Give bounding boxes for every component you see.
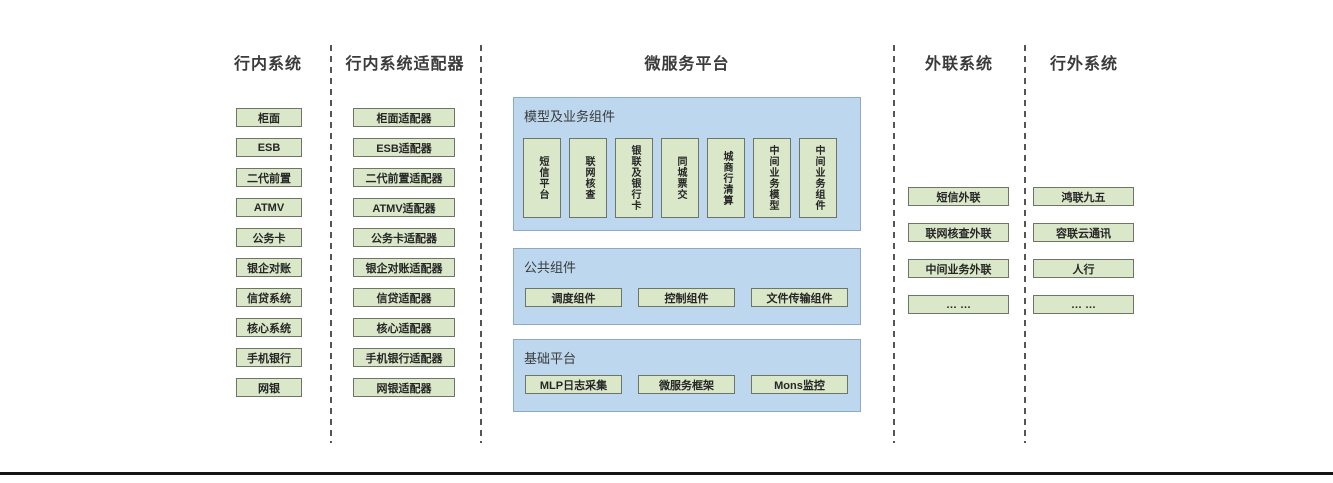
component-box: 控制组件: [638, 288, 735, 307]
system-box: 手机银行: [236, 348, 302, 367]
outside-system-box: … …: [1033, 295, 1134, 314]
panel-common-components: 公共组件 调度组件 控制组件 文件传输组件: [513, 248, 861, 325]
component-box: 微服务框架: [638, 375, 735, 394]
adapter-box: 二代前置适配器: [353, 168, 455, 187]
outside-system-box: 人行: [1033, 259, 1134, 278]
component-box: 调度组件: [525, 288, 622, 307]
column-title-internal-systems: 行内系统: [233, 56, 302, 73]
system-box: 银企对账: [236, 258, 302, 277]
adapter-box: 柜面适配器: [353, 108, 455, 127]
component-box: 中间业务组件: [799, 138, 837, 218]
panel-label: 基础平台: [524, 351, 577, 366]
adapter-box: 手机银行适配器: [353, 348, 455, 367]
outside-system-box: 鸿联九五: [1033, 187, 1134, 206]
external-link-box: 联网核查外联: [908, 223, 1009, 242]
component-box: 短信平台: [523, 138, 561, 218]
external-link-box: 短信外联: [908, 187, 1009, 206]
external-link-box: 中间业务外联: [908, 259, 1009, 278]
adapter-box: 公务卡适配器: [353, 228, 455, 247]
component-box: MLP日志采集: [525, 375, 622, 394]
panel-label: 公共组件: [524, 260, 577, 275]
component-box: 同城票交: [661, 138, 699, 218]
component-box: 中间业务模型: [753, 138, 791, 218]
panel-label: 模型及业务组件: [524, 109, 616, 124]
outside-system-box: 容联云通讯: [1033, 223, 1134, 242]
system-box: 柜面: [236, 108, 302, 127]
component-box: 联网核查: [569, 138, 607, 218]
system-box: 核心系统: [236, 318, 302, 337]
adapter-box: 信贷适配器: [353, 288, 455, 307]
system-box: ESB: [236, 138, 302, 157]
external-link-box: … …: [908, 295, 1009, 314]
column-title-microservice-platform: 微服务平台: [644, 56, 730, 73]
column-title-internal-adapters: 行内系统适配器: [345, 56, 465, 73]
adapter-box: 网银适配器: [353, 378, 455, 397]
column-title-outside-systems: 行外系统: [1049, 56, 1118, 73]
system-box: ATMV: [236, 198, 302, 217]
component-box: Mons监控: [751, 375, 848, 394]
adapter-box: ESB适配器: [353, 138, 455, 157]
adapter-box: ATMV适配器: [353, 198, 455, 217]
panel-base-platform: 基础平台 MLP日志采集 微服务框架 Mons监控: [513, 339, 861, 412]
column-separator: [480, 45, 482, 443]
component-box: 银联及银行卡: [615, 138, 653, 218]
column-title-external-link-systems: 外联系统: [924, 56, 993, 73]
column-separator: [893, 45, 895, 443]
adapter-box: 银企对账适配器: [353, 258, 455, 277]
system-box: 公务卡: [236, 228, 302, 247]
adapter-box: 核心适配器: [353, 318, 455, 337]
bottom-divider: [0, 472, 1333, 475]
column-separator: [1024, 45, 1026, 443]
component-box: 文件传输组件: [751, 288, 848, 307]
panel-model-business-components: 模型及业务组件 短信平台 联网核查 银联及银行卡 同城票交 城商行清算 中间业务…: [513, 97, 861, 231]
system-box: 二代前置: [236, 168, 302, 187]
system-box: 网银: [236, 378, 302, 397]
column-separator: [330, 45, 332, 443]
component-box: 城商行清算: [707, 138, 745, 218]
system-box: 信贷系统: [236, 288, 302, 307]
